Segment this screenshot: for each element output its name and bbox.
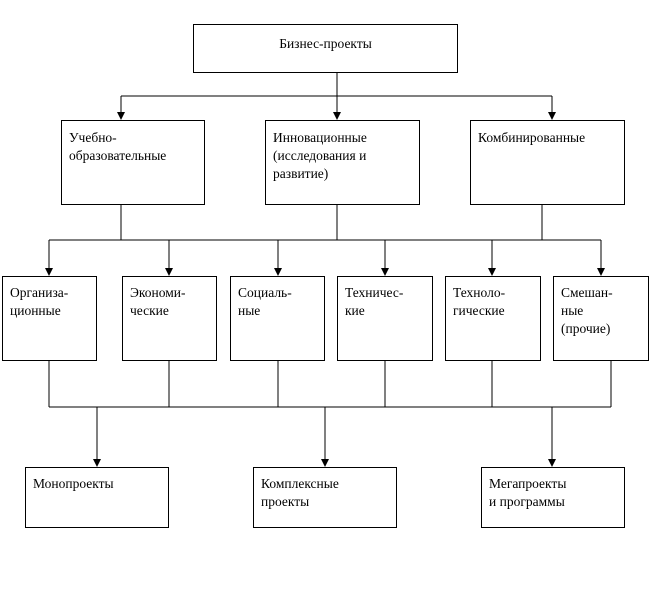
box-educational: Учебно- образовательные xyxy=(61,120,205,205)
box-social: Социаль- ные xyxy=(230,276,325,361)
box-economic: Экономи- ческие xyxy=(122,276,217,361)
box-megaprojects: Мегапроекты и программы xyxy=(481,467,625,528)
box-business-projects: Бизнес-проекты xyxy=(193,24,458,73)
box-organizational: Организа- ционные xyxy=(2,276,97,361)
box-complex-projects: Комплексные проекты xyxy=(253,467,397,528)
box-technological: Техноло- гические xyxy=(445,276,541,361)
box-technical: Техничес- кие xyxy=(337,276,433,361)
box-innovative: Инновационные (исследования и развитие) xyxy=(265,120,420,205)
box-combined: Комбинированные xyxy=(470,120,625,205)
box-monoprojects: Монопроекты xyxy=(25,467,169,528)
box-mixed: Смешан- ные (прочие) xyxy=(553,276,649,361)
